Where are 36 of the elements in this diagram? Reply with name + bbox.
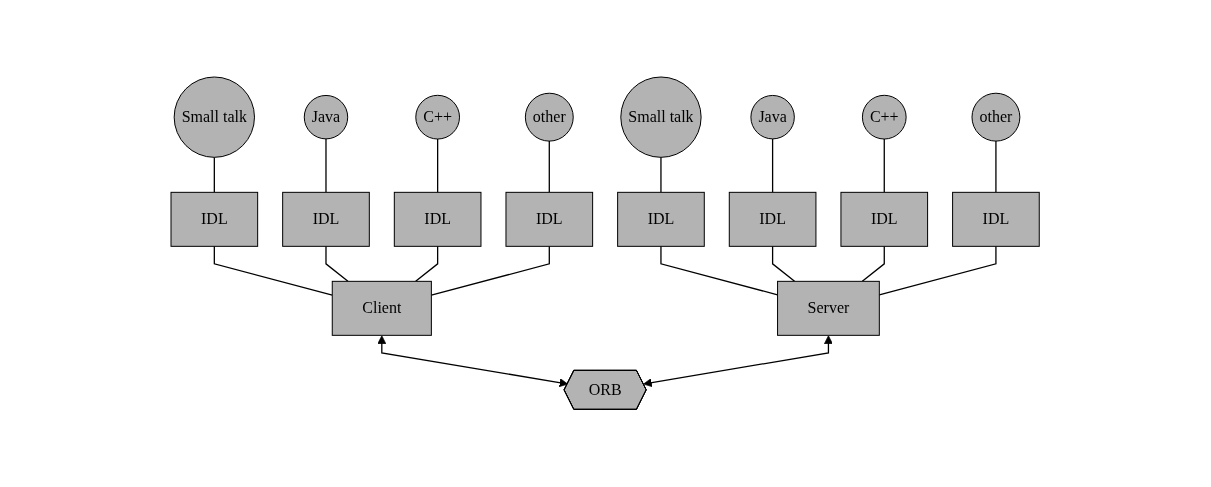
connector <box>772 246 796 283</box>
connector <box>325 138 327 194</box>
node-circle: Java <box>750 95 796 140</box>
node-box: IDL <box>729 192 817 248</box>
node-box: IDL <box>840 192 929 248</box>
node-circle: other <box>971 93 1021 142</box>
arrow <box>377 335 569 388</box>
connector <box>431 246 551 297</box>
node-box: IDL <box>394 192 482 248</box>
connector <box>214 157 216 194</box>
connector <box>214 246 334 297</box>
connector <box>879 246 997 296</box>
connector <box>884 138 886 194</box>
node-circle: C++ <box>415 95 461 140</box>
node-box: Server <box>777 281 881 337</box>
connector <box>549 140 551 194</box>
node-circle: other <box>525 93 575 142</box>
node-circle: Small talk <box>620 76 702 159</box>
connector <box>660 157 662 194</box>
connector <box>772 138 774 194</box>
connector <box>415 246 439 283</box>
node-box: IDL <box>282 192 371 248</box>
node-box: IDL <box>617 192 706 248</box>
connector <box>437 138 439 194</box>
arrow <box>643 335 834 388</box>
connector <box>325 246 349 283</box>
node-box: IDL <box>505 192 594 248</box>
connector <box>660 246 779 296</box>
node-circle: C++ <box>862 95 907 140</box>
connector <box>862 246 886 283</box>
node-box: IDL <box>170 192 259 248</box>
connector <box>995 140 997 194</box>
node-circle: Small talk <box>174 76 256 159</box>
node-circle: Java <box>304 95 349 140</box>
node-box: Client <box>332 281 433 337</box>
node-box: IDL <box>952 192 1041 248</box>
